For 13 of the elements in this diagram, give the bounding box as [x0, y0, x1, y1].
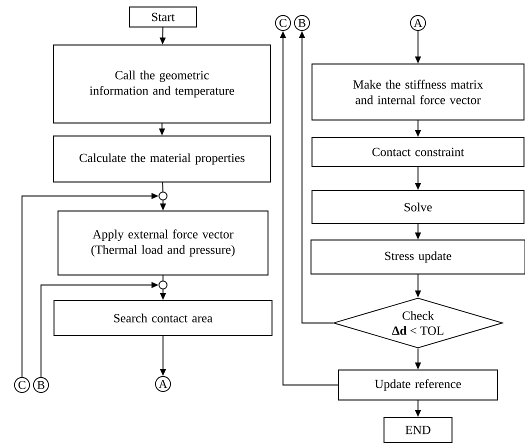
- process-box: Contact constraint: [312, 137, 524, 167]
- junction-circle: [158, 280, 168, 290]
- process-box: Call the geometric information and temperature: [53, 44, 271, 124]
- junction-circle: [158, 192, 168, 200]
- process-box: Search contact area: [54, 300, 272, 336]
- process-box: Apply external force vector (Thermal load and pressure): [58, 210, 268, 276]
- process-box: Update reference: [338, 370, 498, 400]
- process-box: END: [384, 417, 452, 443]
- process-box: Make the stiffness matrix and internal force vector: [312, 64, 524, 120]
- process-box: Solve: [312, 190, 524, 224]
- process-box: Stress update: [310, 240, 525, 274]
- process-box: Calculate the material properties: [53, 136, 271, 182]
- process-box: Start: [129, 6, 197, 28]
